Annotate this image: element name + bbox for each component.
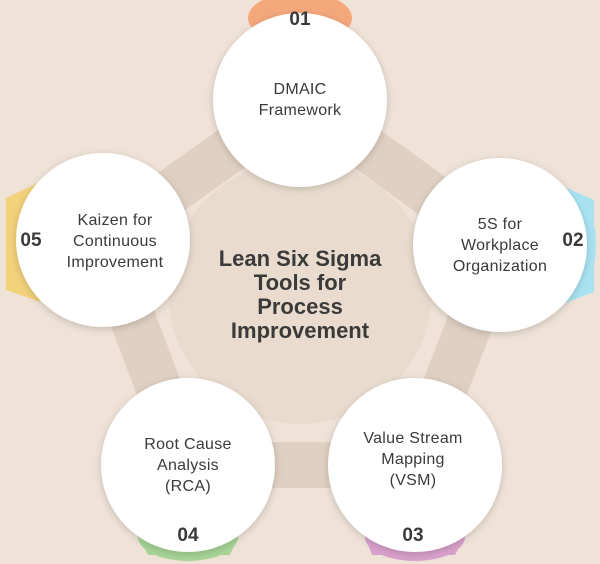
title-line: Tools for <box>253 270 347 295</box>
item-number-05: 05 <box>20 230 42 251</box>
item-label-rca: Root Cause Analysis (RCA) <box>103 420 273 510</box>
item-label-line: Framework <box>258 102 342 119</box>
item-label-5s: 5S for Workplace Organization <box>415 200 585 290</box>
item-label-line: (VSM) <box>389 471 437 489</box>
item-circle-05 <box>16 153 190 327</box>
item-label-line: Value Stream <box>363 429 463 447</box>
item-circle-03 <box>328 378 502 552</box>
title-line: Lean Six Sigma <box>218 246 382 271</box>
center-disc <box>168 160 432 424</box>
item-number-01: 01 <box>289 9 311 30</box>
center-title: Lean Six Sigma Tools for Process Improve… <box>190 240 410 350</box>
item-label-line: Analysis <box>157 456 219 474</box>
item-label-line: Organization <box>452 257 548 275</box>
item-circle-02 <box>413 158 587 332</box>
title-line: Process <box>257 294 343 319</box>
item-label-line: (RCA) <box>165 477 211 495</box>
item-label-line: Workplace <box>461 236 539 254</box>
item-label-dmaic: DMAIC Framework <box>215 55 385 145</box>
item-label-line: Kaizen for <box>77 211 153 229</box>
item-label-line: Mapping <box>381 450 445 468</box>
item-circle-01 <box>213 13 387 187</box>
item-label-line: DMAIC <box>273 81 327 98</box>
title-line: Improvement <box>230 318 370 343</box>
item-label-line: Root Cause <box>144 435 232 453</box>
item-label-kaizen: Kaizen for Continuous Improvement <box>30 196 200 286</box>
item-label-vsm: Value Stream Mapping (VSM) <box>328 414 498 504</box>
item-label-line: Improvement <box>66 253 164 271</box>
item-circle-04 <box>101 378 275 552</box>
item-number-04: 04 <box>177 525 199 546</box>
item-number-03: 03 <box>402 525 424 546</box>
item-number-02: 02 <box>562 230 584 251</box>
item-label-line: 5S for <box>477 215 523 233</box>
item-label-line: Continuous <box>73 232 157 250</box>
